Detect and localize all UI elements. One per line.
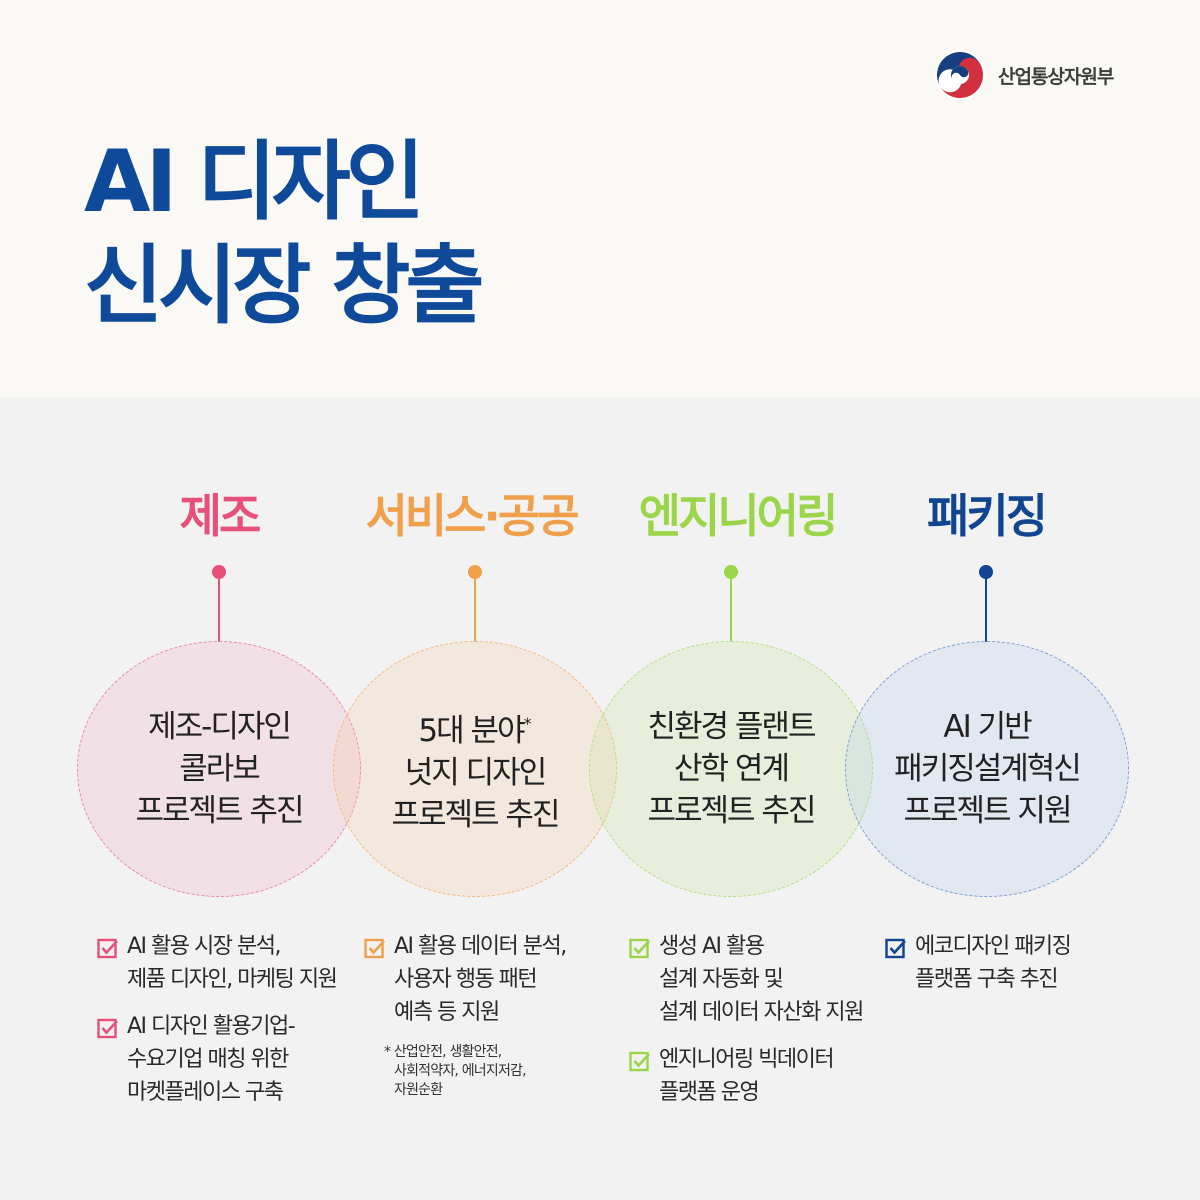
list-item-text: 제품 디자인, 마케팅 지원	[127, 967, 338, 992]
connector-line-engineering	[730, 578, 732, 642]
list-item: AI 활용 시장 분석, 제품 디자인, 마케팅 지원	[97, 930, 338, 996]
list-item-text: 생성 AI 활용	[659, 934, 765, 959]
taegeuk-emblem-icon	[935, 50, 985, 100]
list-item: AI 활용 데이터 분석, 사용자 행동 패턴 예측 등 지원	[364, 930, 567, 1029]
checkbox-checked-icon	[885, 938, 906, 959]
heading-manufacturing: 제조	[179, 489, 262, 543]
footnote-text: * 산업안전, 생활안전,	[384, 1044, 502, 1060]
connector-dot-manufacturing	[212, 565, 226, 579]
connector-line-service	[474, 578, 476, 642]
circle-text: 5대 분야*	[418, 712, 532, 749]
list-item-text: AI 활용 시장 분석,	[127, 934, 281, 959]
circle-text: 프로젝트 추진	[647, 793, 817, 829]
connector-dot-service	[468, 565, 482, 579]
heading-service-public: 서비스·공공	[365, 489, 579, 543]
list-service-public: AI 활용 데이터 분석, 사용자 행동 패턴 예측 등 지원 * 산업안전, …	[364, 930, 567, 1100]
circle-engineering: 친환경 플랜트 산학 연계 프로젝트 추진	[589, 641, 873, 897]
circle-text: 프로젝트 추진	[391, 796, 561, 833]
circle-text: 프로젝트 지원	[903, 793, 1073, 829]
circle-text: 프로젝트 추진	[135, 793, 305, 829]
circle-text: 산학 연계	[674, 751, 790, 787]
list-packaging: 에코디자인 패키징 플랫폼 구축 추진	[885, 930, 1072, 1010]
circle-text: 패키징설계혁신	[894, 751, 1082, 787]
checkbox-checked-icon	[629, 1051, 650, 1072]
page-title: AI 디자인 신시장 창출	[84, 130, 485, 338]
circle-text: 넛지 디자인	[404, 754, 547, 791]
footnote-text: 사회적약자, 에너지저감,	[394, 1063, 527, 1079]
circle-text: 친환경 플랜트	[647, 709, 817, 745]
circle-service-public: 5대 분야* 넛지 디자인 프로젝트 추진	[333, 641, 617, 897]
ministry-logo: 산업통상자원부	[934, 48, 1114, 102]
circle-packaging: AI 기반 패키징설계혁신 프로젝트 지원	[845, 641, 1129, 897]
footnote: * 산업안전, 생활안전, 사회적약자, 에너지저감, 자원순환	[384, 1043, 566, 1100]
list-item-text: 엔지니어링 빅데이터	[659, 1047, 835, 1072]
list-item: 생성 AI 활용 설계 자동화 및 설계 데이터 자산화 지원	[629, 930, 864, 1029]
list-item-text: 설계 데이터 자산화 지원	[659, 1000, 864, 1025]
checkbox-checked-icon	[97, 938, 118, 959]
connector-dot-packaging	[979, 565, 993, 579]
list-manufacturing: AI 활용 시장 분석, 제품 디자인, 마케팅 지원 AI 디자인 활용기업-…	[97, 930, 338, 1123]
checkbox-checked-icon	[629, 938, 650, 959]
header-section	[0, 0, 1200, 398]
list-item-text: 에코디자인 패키징	[915, 934, 1072, 959]
list-item: AI 디자인 활용기업- 수요기업 매칭 위한 마켓플레이스 구축	[97, 1010, 336, 1109]
list-engineering: 생성 AI 활용 설계 자동화 및 설계 데이터 자산화 지원 엔지니어링 빅데…	[629, 930, 864, 1123]
connector-line-packaging	[985, 578, 987, 642]
circle-text: 콜라보	[179, 751, 261, 787]
list-item: 엔지니어링 빅데이터 플랫폼 운영	[629, 1043, 863, 1109]
connector-dot-engineering	[724, 565, 738, 579]
ministry-name: 산업통상자원부	[998, 65, 1114, 88]
connector-line-manufacturing	[218, 578, 220, 642]
circle-manufacturing: 제조-디자인 콜라보 프로젝트 추진	[77, 641, 361, 897]
heading-packaging: 패키징	[927, 489, 1048, 543]
circle-text: 제조-디자인	[148, 709, 292, 745]
checkbox-checked-icon	[364, 938, 385, 959]
footnote-text: 자원순환	[394, 1082, 443, 1098]
list-item-text: 플랫폼 운영	[659, 1080, 760, 1105]
heading-engineering: 엔지니어링	[638, 489, 839, 543]
list-item: 에코디자인 패키징 플랫폼 구축 추진	[885, 930, 1072, 996]
list-item-text: 마켓플레이스 구축	[127, 1080, 284, 1105]
list-item-text: 설계 자동화 및	[659, 967, 784, 992]
list-item-text: 예측 등 지원	[394, 1000, 500, 1025]
circle-text: AI 기반	[943, 709, 1032, 745]
title-line-1: AI 디자인	[84, 132, 425, 232]
title-line-2: 신시장 창출	[84, 236, 485, 336]
list-item-text: 사용자 행동 패턴	[394, 967, 538, 992]
checkbox-checked-icon	[97, 1018, 118, 1039]
list-item-text: AI 활용 데이터 분석,	[394, 934, 567, 959]
list-item-text: AI 디자인 활용기업-	[127, 1014, 296, 1039]
list-item-text: 수요기업 매칭 위한	[127, 1047, 289, 1072]
footnote-mark: *	[523, 713, 532, 733]
list-item-text: 플랫폼 구축 추진	[915, 967, 1059, 992]
